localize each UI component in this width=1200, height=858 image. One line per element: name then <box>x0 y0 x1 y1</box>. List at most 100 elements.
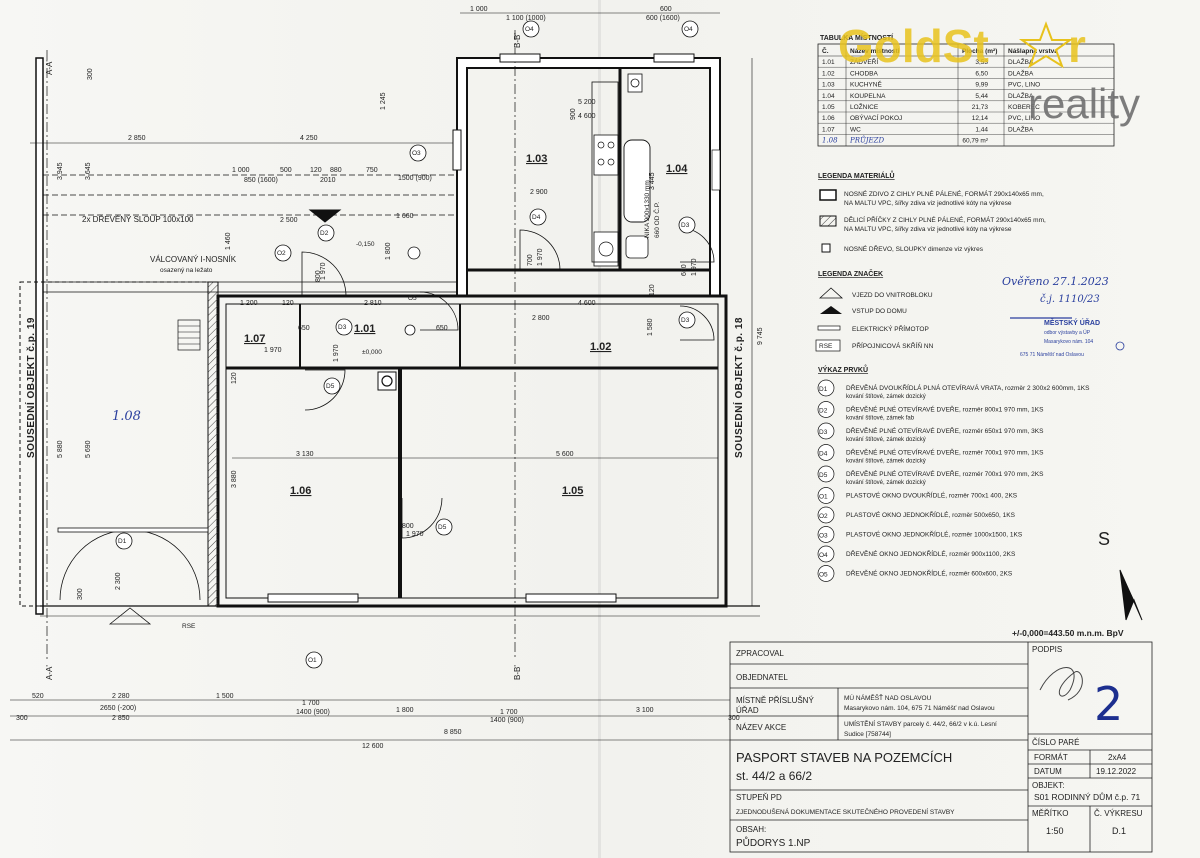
dim: 750 <box>366 167 378 174</box>
tb-format-label: FORMÁT <box>1034 753 1068 762</box>
legend-mat-1a: NOSNÉ ZDIVO Z CIHLY PLNÉ PÁLENÉ, FORMÁT … <box>844 189 1044 198</box>
legend-marks-title: LEGENDA ZNAČEK <box>818 269 883 278</box>
dim: 650 <box>298 325 310 332</box>
room-table-handwritten-no: 1.08 <box>822 137 838 145</box>
tag-d1: D1 <box>118 538 127 545</box>
element-tag: D3 <box>819 429 828 436</box>
tb-urad-label1: MÍSTNĚ PŘÍSLUŠNÝ <box>736 696 814 705</box>
stamp-seal-icon <box>1115 341 1125 351</box>
window-o4-b <box>653 53 695 63</box>
legend-materials: LEGENDA MATERIÁLŮ NOSNÉ ZDIVO Z CIHLY PL… <box>818 170 1046 253</box>
legend-materials-title: LEGENDA MATERIÁLŮ <box>818 170 895 180</box>
kitchen-counter <box>591 81 619 263</box>
room-table-cell: CHODBA <box>850 70 878 77</box>
tb-objednatel: OBJEDNATEL <box>736 673 788 682</box>
signature-icon <box>1039 667 1083 701</box>
dim: 4 250 <box>300 135 318 142</box>
room-1-01: 1.01 <box>354 323 375 335</box>
room-table-cell: LOŽNICE <box>850 102 879 111</box>
room-1-08-handwritten: 1.08 <box>112 409 141 424</box>
tag-o1: O1 <box>308 657 317 664</box>
room-table-cell: 1.07 <box>822 126 835 133</box>
room-table-cell: 1.02 <box>822 70 835 77</box>
dim: 3 645 <box>85 162 92 180</box>
elevation-datum: +/-0,000=443.50 m.n.m. BpV <box>1012 628 1124 638</box>
room-table-cell: 3,53 <box>975 59 988 66</box>
gate-d1-right <box>129 529 201 601</box>
vjezd-icon <box>818 287 844 299</box>
title-block <box>729 641 1153 853</box>
element-tag: D2 <box>819 408 828 415</box>
element-desc: DŘEVĚNÉ PLNÉ OTEVÍRAVÉ DVEŘE, rozměr 650… <box>846 426 1044 435</box>
dim: 500 <box>280 167 292 174</box>
dim: 1 660 <box>396 213 414 220</box>
dim: 120 <box>649 284 656 296</box>
dim: 3 445 <box>649 172 656 190</box>
dim: 1 245 <box>380 92 387 110</box>
room-table-cell: KUCHYNĚ <box>850 80 882 89</box>
tb-main-title: PASPORT STAVEB NA POZEMCÍCH <box>736 750 952 765</box>
tag-d5-a: D5 <box>326 383 335 390</box>
element-desc: DŘEVĚNÉ OKNO JEDNOKŘÍDLÉ, rozměr 900x110… <box>846 549 1016 558</box>
niche-note: NIKA 900x1330 mm <box>644 180 651 238</box>
tb-vykres-label: Č. VÝKRESU <box>1094 809 1143 818</box>
tag-o5: O5 <box>408 295 417 302</box>
dim: 3 880 <box>231 470 238 488</box>
stamp-line2: odbor výstavby a ÚP <box>1044 329 1091 336</box>
legend-mat-2a: DĚLICÍ PŘÍČKY Z CIHLY PLNÉ PÁLENÉ, FORMÁ… <box>844 215 1046 224</box>
dim: 300 <box>16 715 28 722</box>
main-outer-wall <box>216 294 728 608</box>
elements-title: VÝKAZ PRVKŮ <box>818 364 868 374</box>
element-desc-2: kování štítové, zámek fab <box>846 416 915 422</box>
north-label: S <box>1098 529 1110 549</box>
entry-icon <box>820 306 842 314</box>
dim: 520 <box>32 693 44 700</box>
window-o1-b <box>525 593 617 603</box>
paper-fold <box>598 0 601 858</box>
room-table-cell: DLAŽBA <box>1008 124 1034 133</box>
dim: 1 000 <box>470 6 488 13</box>
element-tag: D5 <box>819 472 828 479</box>
legend-mat-2b: NA MALTU VPC, šířky zdiva viz jednotlivé… <box>844 226 1012 233</box>
room-table-header: Č. <box>822 46 829 55</box>
tb-vykres-value: D.1 <box>1112 826 1126 836</box>
stamp-line4: 675 71 Náměšť nad Oslavou <box>1020 352 1084 358</box>
stairs-icon <box>177 319 201 351</box>
dim: 2 850 <box>128 135 146 142</box>
main-inner-wall <box>225 303 719 599</box>
room-table-header: Název místnosti <box>850 48 900 55</box>
tb-stupen-value: ZJEDNODUŠENÁ DOKUMENTACE SKUTEČNÉHO PROV… <box>736 807 955 816</box>
boiler-icon <box>627 73 643 93</box>
tb-obsah-label: OBSAH: <box>736 825 766 834</box>
dim: 4 600 <box>578 113 596 120</box>
legend-mark-1: VJEZD DO VNITROBLOKU <box>852 292 933 299</box>
logo-gold-text: GoldSt <box>838 20 989 72</box>
dim: 650 <box>681 264 688 276</box>
dim: 5 600 <box>556 451 574 458</box>
element-desc: PLASTOVÉ OKNO JEDNOKŘÍDLÉ, rozměr 500x65… <box>846 510 1016 519</box>
element-desc: DŘEVĚNÉ PLNÉ OTEVÍRAVÉ DVEŘE, rozměr 700… <box>846 448 1044 457</box>
element-desc: PLASTOVÉ OKNO DVOUKŘÍDLÉ, rozměr 700x1 4… <box>846 491 1018 500</box>
legend-mat-3: NOSNÉ DŘEVO, SLOUPKY dimenze viz výkres <box>844 244 984 253</box>
title-block-text: ZPRACOVAL OBJEDNATEL MÍSTNĚ PŘÍSLUŠNÝ ÚŘ… <box>736 645 1143 849</box>
room-table-cell: 1.01 <box>822 59 835 66</box>
element-desc-2: kování štítové, zámek dozický <box>846 459 926 465</box>
dim: 8 850 <box>444 729 462 736</box>
dim: 5 880 <box>57 440 64 458</box>
room-table-handwritten-name: PRŮJEZD <box>849 136 884 145</box>
dim: 800 <box>315 270 322 282</box>
tb-stupen-label: STUPEŇ PD <box>736 793 782 802</box>
driveway-arrow-icon <box>108 607 152 625</box>
tag-o4-b: O4 <box>684 26 693 33</box>
walls <box>10 12 760 741</box>
tb-obsah-value: PŮDORYS 1.NP <box>736 836 811 849</box>
element-tag-circle <box>817 487 835 504</box>
dim: 600 <box>660 6 672 13</box>
window-o3 <box>452 129 462 171</box>
dim: 1500 (900) <box>398 175 432 182</box>
room-1-02: 1.02 <box>590 341 611 353</box>
dim: 1 500 <box>216 693 234 700</box>
